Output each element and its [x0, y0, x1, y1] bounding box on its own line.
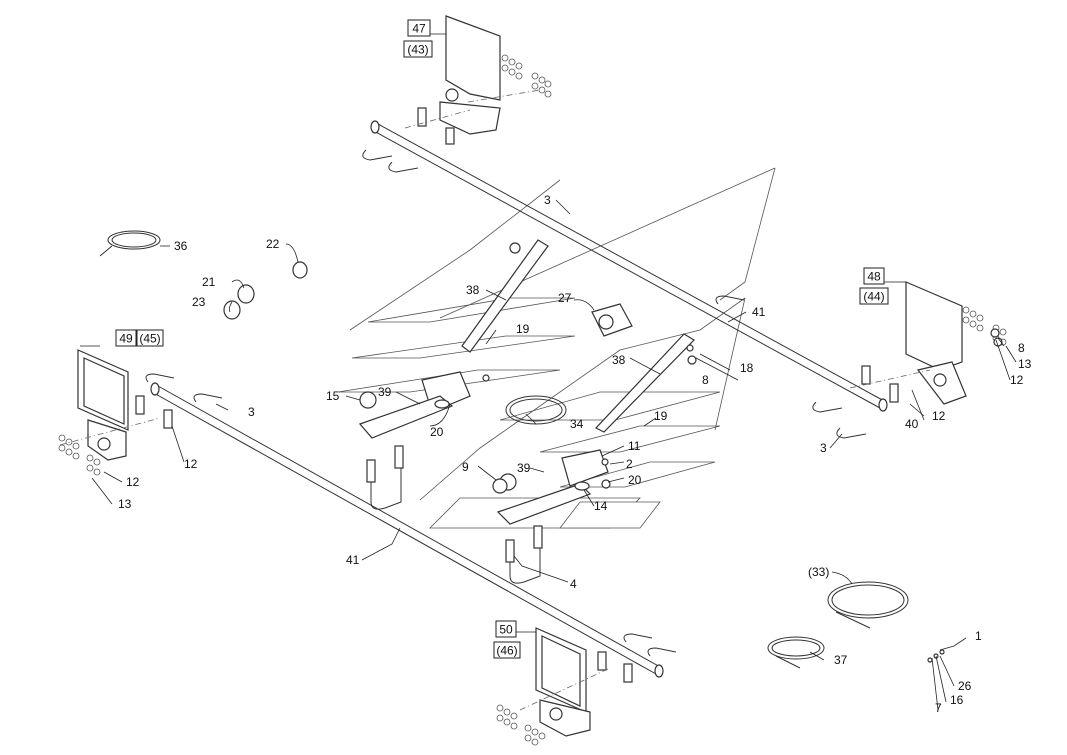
callout-c1: 1	[975, 629, 982, 643]
callout-c16: 16	[950, 693, 964, 707]
callout-c40: 40	[905, 417, 919, 431]
callout-c21: 21	[202, 275, 216, 289]
cable-36	[99, 230, 161, 257]
callout-c37: 37	[834, 653, 848, 667]
mudflap-50	[496, 627, 677, 746]
callout-c27: 27	[558, 291, 572, 305]
tube-lower	[150, 382, 664, 678]
callout-box-b49	[115, 329, 137, 347]
callout-c41b: 41	[752, 305, 766, 319]
callout-c18: 18	[740, 361, 754, 375]
callout-c34: 34	[570, 417, 584, 431]
boxed-label-b47: 47	[412, 22, 426, 36]
callout-c19a: 19	[516, 322, 530, 336]
boxed-label-b45: (45)	[139, 332, 160, 346]
socket-27	[591, 303, 633, 337]
callout-c13b: 13	[1018, 357, 1032, 371]
callout-c22: 22	[266, 237, 280, 251]
mudflap-49	[58, 349, 223, 476]
boxed-label-b44: (44)	[863, 290, 884, 304]
callout-c20a: 20	[430, 425, 444, 439]
callout-c19b: 19	[654, 409, 668, 423]
callout-c38b: 38	[612, 353, 626, 367]
callout-box-b47	[407, 19, 431, 37]
callout-c15: 15	[326, 389, 340, 403]
callout-c12d: 12	[1010, 373, 1024, 387]
callout-c8b: 8	[702, 373, 709, 387]
callout-c7: 7	[935, 701, 942, 715]
cable-37	[767, 636, 825, 669]
callout-box-b46	[493, 641, 521, 659]
cable-33	[827, 581, 909, 629]
callout-c11: 11	[628, 439, 641, 453]
callout-c2: 2	[626, 457, 633, 471]
callout-box-b48	[863, 267, 885, 285]
boxed-label-b46: (46)	[496, 644, 517, 658]
callout-c3a: 3	[544, 193, 551, 207]
callout-box-b43	[403, 40, 433, 58]
callout-c14: 14	[594, 499, 608, 513]
boxed-label-b50: 50	[499, 623, 513, 637]
callout-c12b: 12	[126, 475, 140, 489]
callout-c26: 26	[958, 679, 972, 693]
callout-box-b45	[136, 329, 164, 347]
leader-lines	[80, 33, 1017, 711]
mudflap-47	[362, 15, 552, 173]
callout-c3b: 3	[248, 405, 255, 419]
callout-c36: 36	[174, 239, 188, 253]
callout-labels: 1233347889111212121213131415161819192020…	[115, 19, 1032, 715]
callout-c41a: 41	[346, 553, 360, 567]
lamp-bracket-left	[358, 239, 549, 510]
callout-c23: 23	[192, 295, 206, 309]
callout-box-b44	[859, 287, 889, 305]
grommets	[223, 261, 308, 320]
callout-c33: (33)	[808, 565, 829, 579]
callout-c39b: 39	[517, 461, 531, 475]
lamp-bracket-right	[496, 333, 697, 584]
callout-c8a: 8	[1018, 341, 1025, 355]
tube-upper	[370, 120, 888, 412]
boxed-label-b48: 48	[867, 270, 881, 284]
boxed-label-b49: 49	[119, 332, 133, 346]
boxed-label-b43: (43)	[407, 43, 428, 57]
callout-c39a: 39	[378, 385, 392, 399]
callout-c38a: 38	[466, 283, 480, 297]
mudflap-48	[715, 281, 1007, 439]
callout-c13a: 13	[118, 497, 132, 511]
callout-c20b: 20	[628, 473, 642, 487]
callout-c12a: 12	[184, 457, 198, 471]
callout-box-b50	[495, 620, 517, 638]
callout-c12c: 12	[932, 409, 946, 423]
callout-c9: 9	[462, 460, 469, 474]
callout-c4: 4	[570, 577, 577, 591]
callout-c3c: 3	[820, 441, 827, 455]
